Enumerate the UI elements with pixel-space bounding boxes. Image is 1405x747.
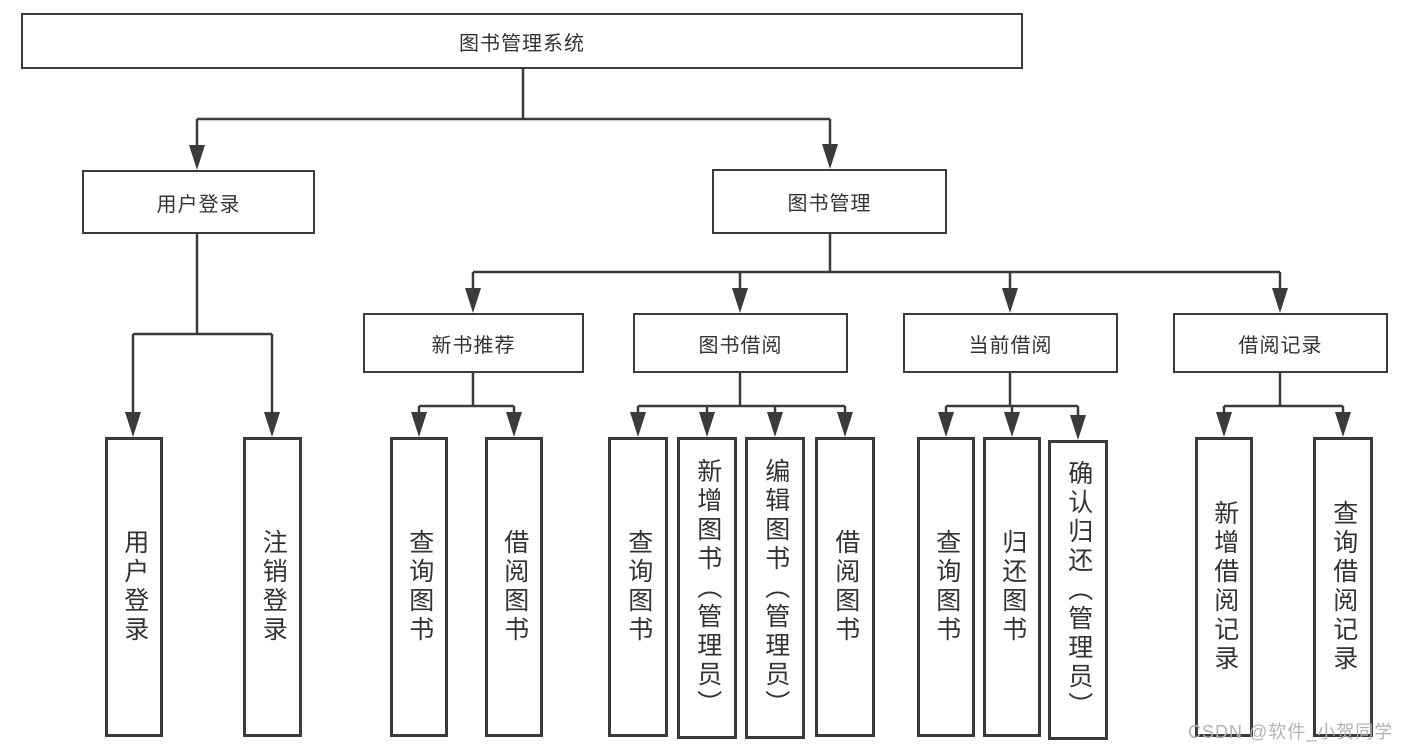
leaf-borrow-books-recommend-label: 借阅图书 [500, 529, 529, 645]
leaf-borrow-books: 借阅图书 [815, 437, 875, 737]
leaf-query-books-borrow: 查询图书 [608, 437, 668, 737]
connector-records-group [1216, 373, 1351, 437]
leaf-borrow-books-label: 借阅图书 [831, 529, 860, 645]
leaf-query-books-current: 查询图书 [917, 437, 975, 737]
leaf-logout: 注销登录 [243, 437, 302, 737]
root-node-label: 图书管理系统 [459, 32, 585, 55]
book-borrow-node: 图书借阅 [633, 313, 848, 373]
leaf-query-books-current-label: 查询图书 [932, 529, 961, 645]
leaf-query-books-recommend: 查询图书 [390, 437, 448, 737]
leaf-add-books-admin: 新增图书（管理员） [677, 437, 737, 739]
csdn-watermark: CSDN @软件_小贺同学 [1188, 722, 1394, 742]
leaf-add-borrow-record: 新增借阅记录 [1195, 437, 1253, 737]
connector-bookborrow-group [630, 373, 853, 437]
leaf-add-borrow-record-label: 新增借阅记录 [1210, 500, 1239, 674]
leaf-query-books-recommend-label: 查询图书 [405, 529, 434, 645]
current-borrow-node: 当前借阅 [903, 313, 1118, 373]
borrow-record-node: 借阅记录 [1173, 313, 1388, 373]
connector-newbook-group [411, 373, 522, 437]
new-book-recommend-label: 新书推荐 [431, 334, 516, 357]
leaf-query-books-borrow-label: 查询图书 [624, 529, 653, 645]
leaf-return-books: 归还图书 [983, 437, 1041, 737]
leaf-borrow-books-recommend: 借阅图书 [485, 437, 543, 737]
root-node-library-system: 图书管理系统 [21, 13, 1023, 69]
leaf-query-borrow-record-label: 查询借阅记录 [1329, 500, 1358, 674]
leaf-confirm-return-admin-label: 确认归还（管理员） [1064, 459, 1093, 721]
book-management-node-label: 图书管理 [787, 193, 872, 215]
leaf-confirm-return-admin: 确认归还（管理员） [1048, 440, 1108, 740]
current-borrow-label: 当前借阅 [968, 334, 1053, 357]
leaf-user-login-label: 用户登录 [120, 529, 149, 645]
user-login-node-label: 用户登录 [156, 193, 241, 216]
borrow-record-label: 借阅记录 [1238, 334, 1323, 357]
leaf-edit-books-admin: 编辑图书（管理员） [745, 437, 805, 739]
leaf-query-borrow-record: 查询借阅记录 [1313, 437, 1373, 737]
leaf-add-books-admin-label: 新增图书（管理员） [693, 457, 722, 719]
leaf-user-login: 用户登录 [105, 437, 163, 737]
connector-userlogin-group [125, 234, 280, 437]
leaf-return-books-label: 归还图书 [998, 529, 1027, 645]
connector-root-to-level2 [189, 69, 838, 170]
user-login-node: 用户登录 [82, 170, 315, 234]
leaf-logout-label: 注销登录 [259, 529, 288, 645]
book-borrow-label: 图书借阅 [698, 334, 783, 357]
new-book-recommend-node: 新书推荐 [363, 313, 584, 373]
leaf-edit-books-admin-label: 编辑图书（管理员） [761, 457, 790, 719]
connector-currentborrow-group [938, 373, 1086, 440]
book-management-node: 图书管理 [712, 169, 947, 234]
connector-bookmgmt-to-modules [465, 234, 1288, 313]
